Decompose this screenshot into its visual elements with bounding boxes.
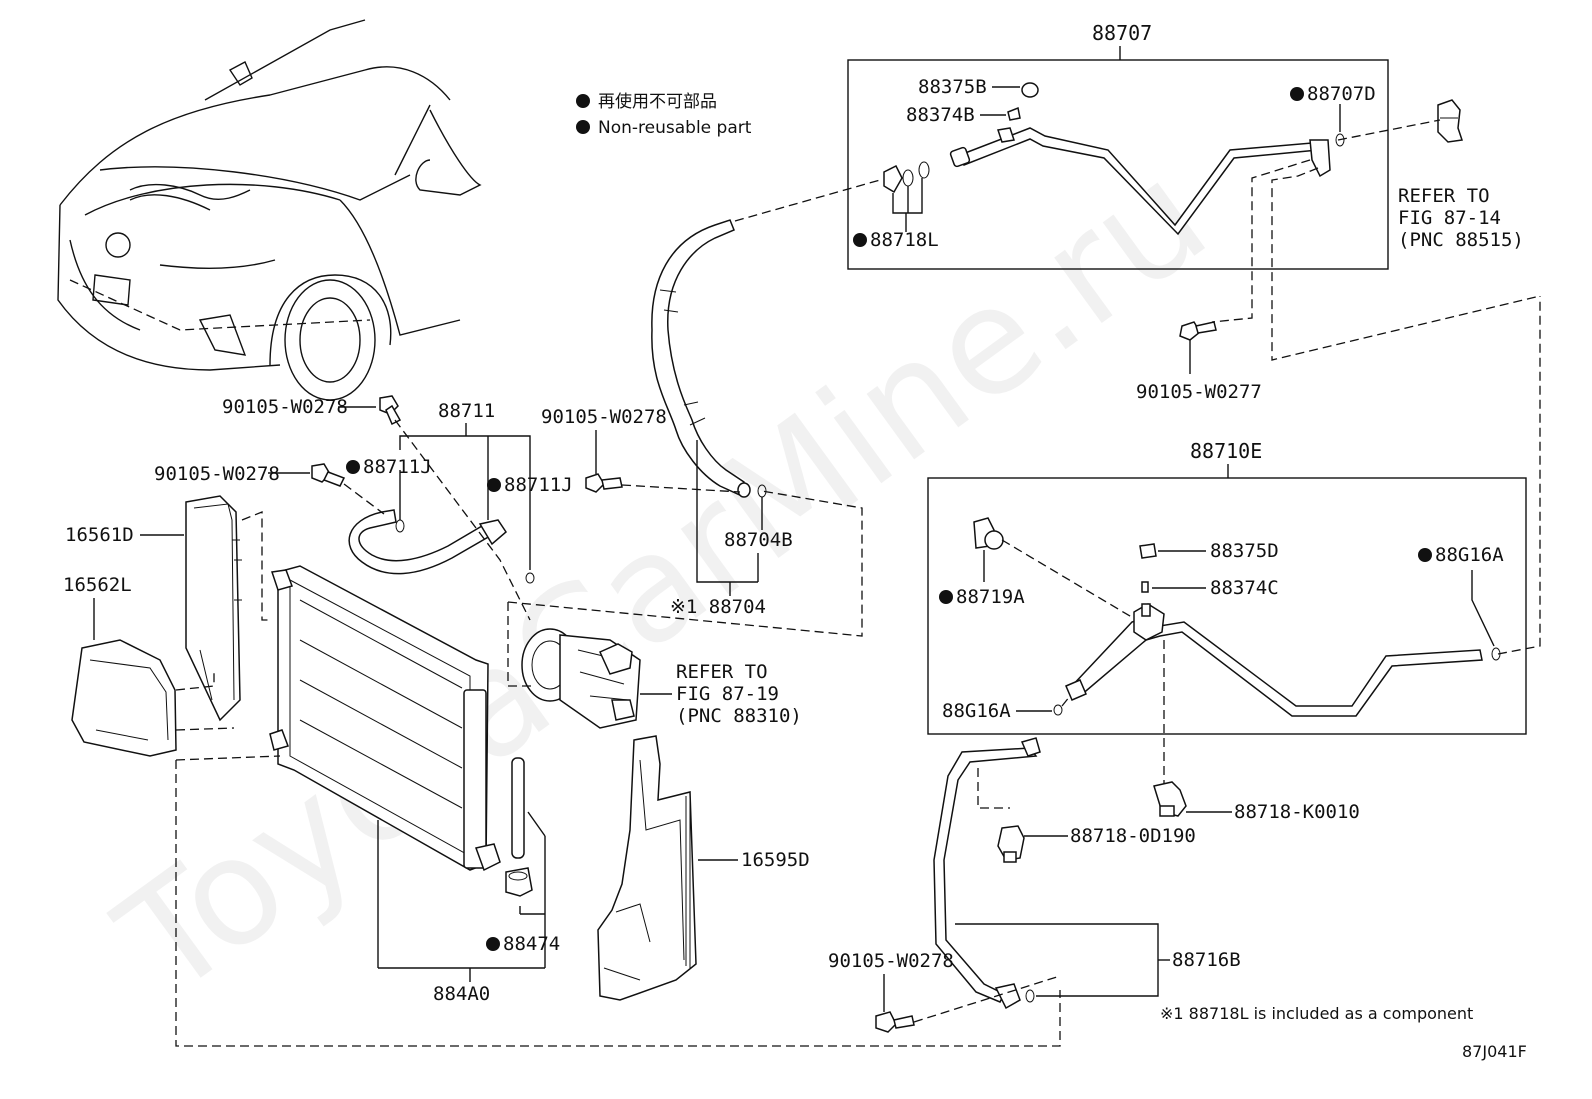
label-88G16A-b: 88G16A xyxy=(942,700,1011,722)
refer-fig-87-14: REFER TO FIG 87-14 (PNC 88515) xyxy=(1398,99,1524,251)
svg-text:90105-W0277: 90105-W0277 xyxy=(1136,381,1262,403)
label-88707D: 88707D xyxy=(1307,83,1376,105)
figure-code: 87J041F xyxy=(1462,1042,1527,1061)
clamp-88718-K0010: 88718-K0010 xyxy=(1153,781,1360,823)
bolt-90105-W0278-c: 90105-W0278 xyxy=(541,406,741,493)
label-88711: 88711 xyxy=(438,400,495,422)
drier-88474: 88474 xyxy=(486,757,560,968)
label-16561D: 16561D xyxy=(65,524,134,546)
label-16562L: 16562L xyxy=(63,574,132,596)
seal-16595D: 16595D xyxy=(597,735,810,1001)
label-88718-K0010: 88718-K0010 xyxy=(1234,801,1360,823)
label-88711J-b: 88711J xyxy=(504,474,573,496)
bolt-90105-W0278-d: 90105-W0278 xyxy=(828,950,1061,1033)
svg-text:(PNC 88310): (PNC 88310) xyxy=(676,705,802,727)
svg-text:90105-W0278: 90105-W0278 xyxy=(828,950,954,972)
connector-88515 xyxy=(1437,99,1463,143)
bolt-90105-W0277: 90105-W0277 xyxy=(1136,321,1262,403)
svg-text:REFER TO: REFER TO xyxy=(1398,185,1490,207)
non-reusable-dot-icon xyxy=(576,94,590,108)
label-88374B: 88374B xyxy=(906,104,975,126)
svg-text:(PNC 88515): (PNC 88515) xyxy=(1398,229,1524,251)
label-88719A: 88719A xyxy=(956,586,1025,608)
seal-16562L: 16562L xyxy=(63,574,177,757)
bolt-90105-W0278-b: 90105-W0278 xyxy=(154,463,385,515)
label-88704: ※1 88704 xyxy=(670,596,766,618)
label-88474: 88474 xyxy=(503,933,560,955)
label-88718-0D190: 88718-0D190 xyxy=(1070,825,1196,847)
footnote: ※1 88718L is included as a component xyxy=(1160,1004,1473,1023)
label-88718L: 88718L xyxy=(870,229,939,251)
bolt-90105-W0278-a: 90105-W0278 xyxy=(222,395,531,621)
label-88375D: 88375D xyxy=(1210,540,1279,562)
non-reusable-dot-icon xyxy=(576,120,590,134)
group-88711: 88711 88711J 88711J xyxy=(346,400,573,584)
clip-88718L xyxy=(883,164,903,194)
label-88716B: 88716B xyxy=(1172,949,1241,971)
svg-text:90105-W0278: 90105-W0278 xyxy=(154,463,280,485)
cap-88375B xyxy=(1021,82,1039,98)
pipe-88710E xyxy=(1068,615,1483,717)
group-88710E: 88710E 88719A 88375D 88374C 88G16A 88G16… xyxy=(927,439,1527,735)
svg-text:90105-W0278: 90105-W0278 xyxy=(222,396,348,418)
label-88375B: 88375B xyxy=(918,76,987,98)
label-88707: 88707 xyxy=(1092,21,1152,45)
label-16595D: 16595D xyxy=(741,849,810,871)
legend-en: Non-reusable part xyxy=(598,118,752,138)
hose-88704: 88704B ※1 88704 xyxy=(651,219,793,618)
legend-jp: 再使用不可部品 xyxy=(598,91,717,112)
label-884A0: 884A0 xyxy=(433,983,490,1005)
svg-text:FIG 87-19: FIG 87-19 xyxy=(676,683,779,705)
label-88374C: 88374C xyxy=(1210,577,1279,599)
label-88711J-a: 88711J xyxy=(363,456,432,478)
label-88710E: 88710E xyxy=(1190,439,1262,463)
legend: 再使用不可部品 Non-reusable part xyxy=(576,91,752,138)
label-88G16A-a: 88G16A xyxy=(1435,544,1504,566)
svg-text:90105-W0278: 90105-W0278 xyxy=(541,406,667,428)
compressor-88310: REFER TO FIG 87-19 (PNC 88310) xyxy=(521,628,802,729)
vehicle-front-illustration xyxy=(57,19,482,401)
valve-core-88374B xyxy=(1007,106,1021,121)
clamp-88718-0D190: 88718-0D190 xyxy=(977,768,1196,863)
group-88707: 88707 88375B 88374B 88707D 88718L xyxy=(847,21,1389,270)
condenser-884A0: 884A0 xyxy=(269,565,545,1005)
svg-text:REFER TO: REFER TO xyxy=(676,661,768,683)
hose-88711 xyxy=(348,509,492,575)
svg-text:FIG 87-14: FIG 87-14 xyxy=(1398,207,1501,229)
seal-16561D: 16561D xyxy=(65,495,242,722)
pipe-88716B: 88716B xyxy=(933,737,1241,1010)
label-88704B: 88704B xyxy=(724,529,793,551)
